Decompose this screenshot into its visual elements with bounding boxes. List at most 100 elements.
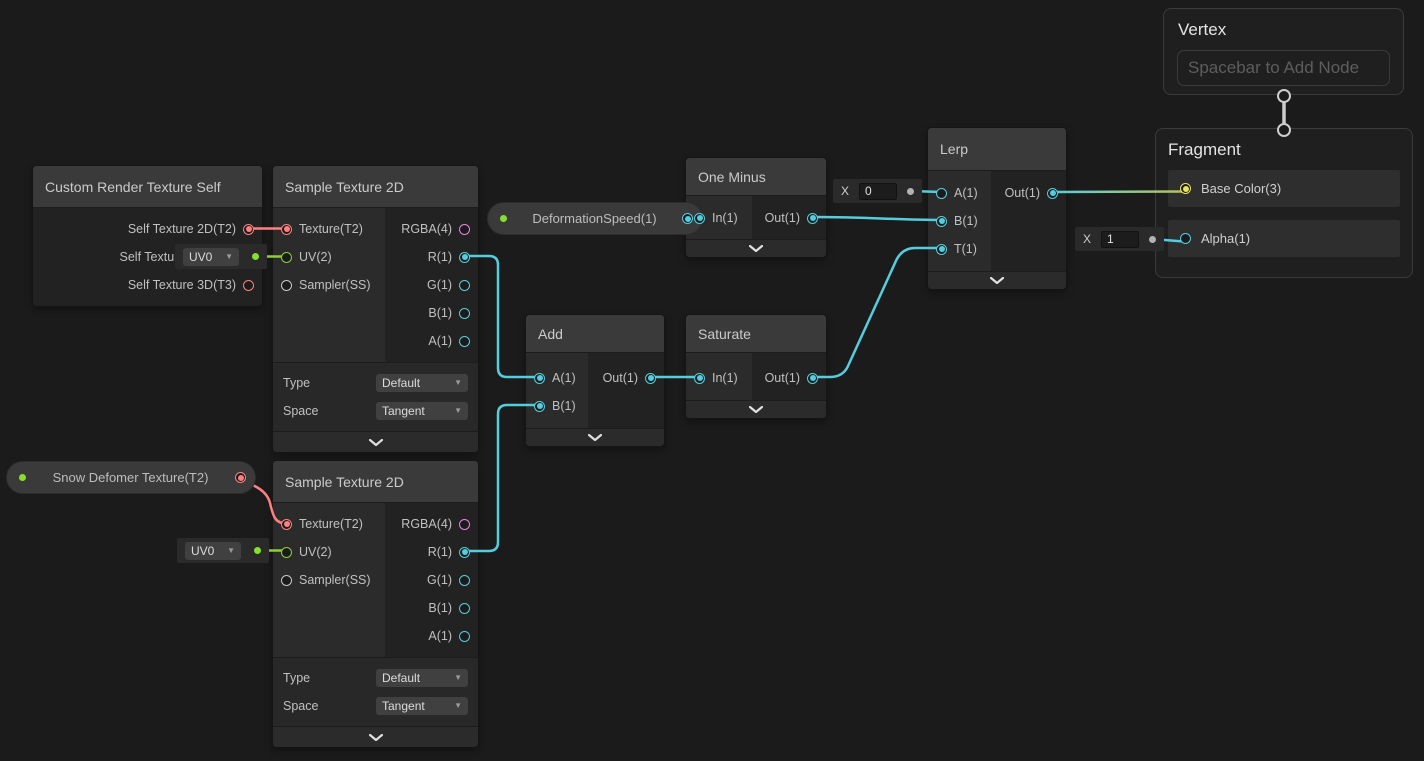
edge-sample-top-r-to-add-a[interactable] [464, 254, 540, 379]
type-dropdown[interactable]: Default ▼ [376, 668, 468, 687]
collapse-preview-button[interactable] [686, 400, 826, 418]
property-snow-deformer-texture[interactable]: Snow Defomer Texture(T2) [7, 462, 255, 493]
output-row: B(1) [385, 299, 478, 327]
port-sampler-in[interactable] [281, 574, 292, 586]
node-add[interactable]: Add A(1) B(1) Out(1) [525, 314, 665, 447]
port-label: A(1) [428, 334, 452, 348]
collapse-preview-button[interactable] [526, 428, 664, 446]
port-a-out[interactable] [459, 630, 470, 642]
chevron-down-icon: ▼ [454, 405, 462, 415]
node-title: Add [526, 315, 664, 353]
port-a-out[interactable] [459, 335, 470, 347]
port-sampler-in[interactable] [281, 279, 292, 291]
dropdown-value: Default [382, 375, 421, 390]
lerp-a-default-value-widget: X [833, 179, 922, 203]
port-r-out[interactable] [459, 546, 470, 558]
port-uv-in[interactable] [281, 251, 292, 263]
port-label: T(1) [954, 242, 977, 256]
type-dropdown[interactable]: Default ▼ [376, 373, 468, 392]
port-label: Alpha(1) [1201, 231, 1251, 246]
port-label: In(1) [712, 211, 738, 225]
alpha-default-value-widget: X [1075, 227, 1164, 251]
port-b-in[interactable] [534, 400, 545, 412]
input-row: B(1) [928, 207, 991, 235]
port-b-in[interactable] [936, 215, 947, 227]
port-texture-in[interactable] [281, 223, 292, 235]
x-component-label: X [841, 184, 850, 198]
widget-connector-dot-icon [252, 253, 259, 260]
port-out[interactable] [1047, 187, 1058, 199]
node-one-minus[interactable]: One Minus In(1) Out(1) [685, 157, 827, 258]
port-alpha[interactable] [1180, 233, 1191, 244]
port-label: R(1) [427, 545, 452, 559]
port-property-out[interactable] [235, 472, 246, 483]
port-label: B(1) [954, 214, 978, 228]
port-label: RGBA(4) [401, 222, 452, 236]
collapse-preview-button[interactable] [928, 271, 1066, 289]
port-label: G(1) [427, 278, 452, 292]
port-label: R(1) [427, 250, 452, 264]
uv-channel-dropdown[interactable]: UV0 ▼ [185, 541, 241, 560]
widget-connector-dot-icon [906, 187, 914, 195]
collapse-preview-button[interactable] [686, 239, 826, 257]
port-label: Sampler(SS) [299, 573, 371, 587]
node-sample-texture-2d-top[interactable]: Sample Texture 2D Texture(T2) UV(2) Samp… [272, 165, 479, 453]
port-texture-in[interactable] [281, 518, 292, 530]
port-rgba-out[interactable] [459, 223, 470, 235]
alpha-value-input[interactable] [1101, 230, 1139, 248]
port-property-out[interactable] [682, 213, 693, 224]
port-g-out[interactable] [459, 279, 470, 291]
node-lerp[interactable]: Lerp A(1) B(1) T(1) Out(1) [927, 127, 1067, 290]
port-a-in[interactable] [936, 187, 947, 199]
property-deformation-speed[interactable]: DeformationSpeed(1) [488, 203, 702, 234]
edge-oneminus-out-to-lerp-b[interactable] [812, 215, 942, 222]
port-b-out[interactable] [459, 602, 470, 614]
port-a-in[interactable] [534, 372, 545, 384]
port-t-in[interactable] [936, 243, 947, 255]
port-self-texture-3d[interactable] [243, 279, 254, 291]
dropdown-value: UV0 [189, 249, 213, 264]
uv-channel-dropdown[interactable]: UV0 ▼ [183, 247, 239, 266]
chevron-down-icon: ▼ [454, 700, 462, 710]
port-b-out[interactable] [459, 307, 470, 319]
port-in[interactable] [694, 212, 705, 224]
chevron-down-icon: ▼ [227, 545, 235, 555]
port-label: B(1) [552, 399, 576, 413]
output-row: Out(1) [991, 179, 1066, 207]
edge-lerp-out-to-base-color[interactable] [1052, 190, 1185, 194]
edge-saturate-out-to-lerp-t[interactable] [812, 246, 942, 379]
vertex-context-block: Vertex Spacebar to Add Node [1163, 8, 1404, 95]
port-self-texture-2d[interactable] [243, 223, 254, 235]
space-dropdown[interactable]: Tangent ▼ [376, 696, 468, 715]
lerp-a-value-input[interactable] [859, 182, 897, 200]
port-uv-in[interactable] [281, 546, 292, 558]
port-rgba-out[interactable] [459, 518, 470, 530]
port-label: G(1) [427, 573, 452, 587]
x-component-label: X [1083, 232, 1092, 246]
node-custom-render-texture-self[interactable]: Custom Render Texture Self Self Texture … [32, 165, 263, 307]
input-row: UV(2) [273, 243, 385, 271]
port-out[interactable] [807, 212, 818, 224]
input-row: In(1) [686, 204, 752, 232]
port-label: Out(1) [1004, 186, 1040, 200]
space-dropdown[interactable]: Tangent ▼ [376, 401, 468, 420]
port-r-out[interactable] [459, 251, 470, 263]
port-in[interactable] [694, 372, 705, 384]
output-row: Out(1) [752, 204, 826, 232]
port-label: Self Texture 2D(T2) [127, 222, 236, 236]
port-base-color[interactable] [1180, 183, 1191, 194]
edge-sample-bottom-r-to-add-b[interactable] [464, 403, 540, 553]
collapse-preview-button[interactable] [273, 726, 478, 747]
control-row: Type Default ▼ [283, 666, 468, 689]
node-saturate[interactable]: Saturate In(1) Out(1) [685, 314, 827, 419]
port-label: RGBA(4) [401, 517, 452, 531]
port-g-out[interactable] [459, 574, 470, 586]
port-out[interactable] [807, 372, 818, 384]
port-out[interactable] [645, 372, 656, 384]
collapse-preview-button[interactable] [273, 431, 478, 452]
input-row: A(1) [526, 364, 588, 392]
node-sample-texture-2d-bottom[interactable]: Sample Texture 2D Texture(T2) UV(2) Samp… [272, 460, 479, 748]
chevron-down-icon: ▼ [454, 672, 462, 682]
output-row: Out(1) [752, 364, 826, 392]
